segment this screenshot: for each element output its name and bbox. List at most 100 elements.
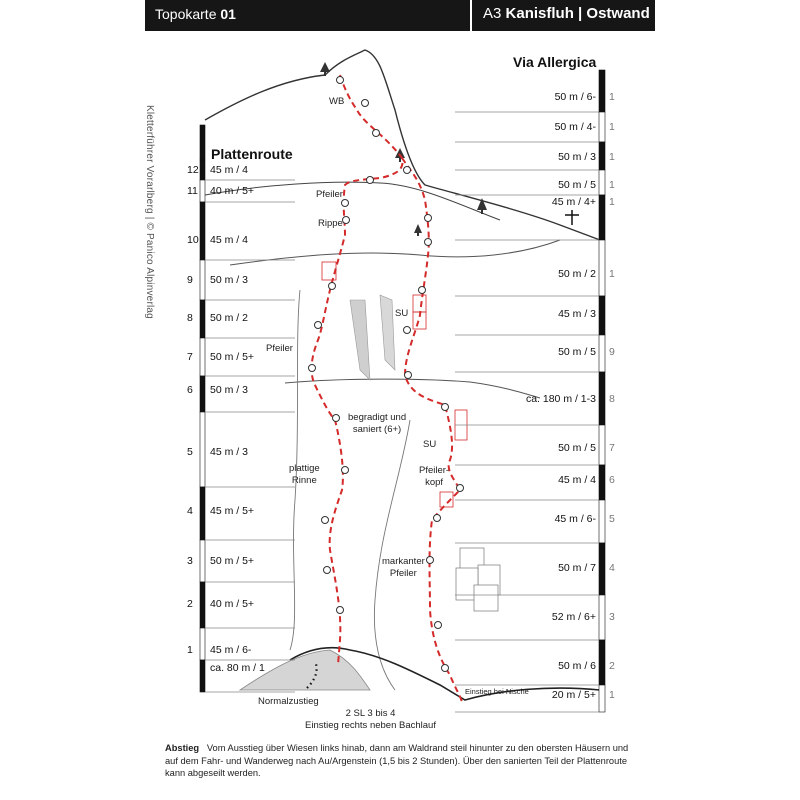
topokarte-number: 01 bbox=[220, 6, 236, 22]
rock-shade-2 bbox=[379, 294, 396, 371]
rock-skyline bbox=[204, 49, 601, 241]
topokarte-label: Topokarte 01 bbox=[155, 6, 236, 22]
left-bar-segment bbox=[199, 627, 206, 661]
via-allergica-pitch-label: 45 m / 6- bbox=[554, 513, 596, 525]
pfeilerkopf-label: Pfeiler- kopf bbox=[419, 465, 450, 488]
left-bar-segment bbox=[199, 337, 206, 377]
via-allergica-pitch-number: 1 bbox=[609, 151, 615, 163]
pfeiler-top-label: Pfeiler bbox=[316, 189, 343, 200]
via-allergica-pitch-number: 1 bbox=[609, 689, 615, 701]
via-allergica-pitch-number: 1 bbox=[609, 196, 615, 208]
right-bar-segment bbox=[598, 499, 606, 544]
via-allergica-pitch-number: 1 bbox=[609, 268, 615, 280]
left-bar-segment bbox=[199, 486, 206, 541]
plattenroute-pitch-number: 3 bbox=[187, 555, 193, 567]
via-allergica-pitch-label: 45 m / 4 bbox=[558, 474, 596, 486]
left-bar-segment bbox=[199, 581, 206, 629]
plattenroute-pitch-label: 45 m / 4 bbox=[210, 234, 248, 246]
via-allergica-pitch-label: 50 m / 7 bbox=[558, 562, 596, 574]
plattenroute-pitch-number: 6 bbox=[187, 384, 193, 396]
plattenroute-title: Plattenroute bbox=[211, 146, 293, 162]
right-pitch-bar bbox=[598, 69, 606, 713]
rock-shade-1 bbox=[349, 299, 371, 381]
right-bar-segment bbox=[598, 594, 606, 641]
left-bar-segment bbox=[199, 411, 206, 488]
right-bar-segment bbox=[598, 239, 606, 297]
left-bar-segment bbox=[199, 659, 206, 693]
right-bar-segment bbox=[598, 194, 606, 241]
via-allergica-pitch-label: 50 m / 5 bbox=[558, 442, 596, 454]
plattenroute-pitch-label: 45 m / 5+ bbox=[210, 505, 255, 517]
via-allergica-pitch-label: 50 m / 6 bbox=[558, 660, 596, 672]
via-allergica-pitch-number: 9 bbox=[609, 346, 615, 358]
plattenroute-pitch-label: 50 m / 5+ bbox=[210, 351, 255, 363]
plattenroute-pitch-label: ca. 80 m / 1 bbox=[210, 662, 265, 674]
left-bar-top bbox=[199, 124, 206, 161]
plattenroute-pitch-label: 45 m / 4 bbox=[210, 164, 248, 176]
plattenroute-pitch-number: 2 bbox=[187, 598, 193, 610]
area-title: A3 Kanisfluh | Ostwand bbox=[483, 5, 650, 22]
right-bar-segment bbox=[598, 464, 606, 501]
via-allergica-pitch-label: 50 m / 5 bbox=[558, 179, 596, 191]
via-allergica-title: Via Allergica bbox=[513, 54, 597, 70]
belay-stations bbox=[308, 76, 464, 672]
via-allergica-pitch-number: 3 bbox=[609, 611, 615, 623]
via-allergica-pitch-label: 20 m / 5+ bbox=[551, 689, 596, 701]
plattenroute-pitch-number: 7 bbox=[187, 351, 193, 363]
via-allergica-line bbox=[401, 157, 463, 703]
left-bar-segment bbox=[199, 375, 206, 413]
su-lower-label: SU bbox=[423, 439, 437, 450]
normalzustieg-label: Normalzustieg bbox=[258, 696, 319, 707]
plattenroute-pitch-number: 8 bbox=[187, 312, 193, 324]
right-edge-cross bbox=[565, 210, 579, 225]
left-pitch-lines bbox=[205, 179, 295, 693]
right-bar-segment bbox=[598, 111, 606, 143]
via-allergica-pitch-label: 50 m / 4- bbox=[554, 121, 596, 133]
left-pitch-bar bbox=[199, 124, 206, 693]
plattenroute-pitch-label: 40 m / 5+ bbox=[210, 598, 255, 610]
rippe-label: Rippe bbox=[318, 218, 343, 229]
via-allergica-pitch-label: ca. 180 m / 1-3 bbox=[525, 393, 596, 405]
rock-face-right bbox=[373, 419, 411, 691]
su-upper-label: SU bbox=[395, 308, 409, 319]
via-allergica-pitch-number: 5 bbox=[609, 513, 615, 525]
right-bar-segment bbox=[598, 424, 606, 466]
plattenroute-pitch-number: 11 bbox=[187, 185, 198, 197]
right-pitch-lines bbox=[455, 111, 599, 713]
right-bar-segment bbox=[598, 684, 606, 713]
plattenroute-pitch-label: 50 m / 3 bbox=[210, 274, 248, 286]
via-allergica-pitch-label: 52 m / 6+ bbox=[551, 611, 596, 623]
left-bar-segment bbox=[199, 299, 206, 339]
plattenroute-pitch-label: 50 m / 2 bbox=[210, 312, 248, 324]
einstieg-hint-label: 2 SL 3 bis 4 Einstieg rechts neben Bachl… bbox=[305, 708, 436, 731]
plattenroute-pitch-number: 4 bbox=[187, 505, 193, 517]
via-allergica-pitch-number: 2 bbox=[609, 660, 615, 672]
left-bar-segment bbox=[199, 179, 206, 203]
via-allergica-pitch-label: 45 m / 3 bbox=[558, 308, 596, 320]
via-allergica-pitch-label: 50 m / 5 bbox=[558, 346, 596, 358]
plattenroute-pitch-number: 12 bbox=[187, 164, 199, 176]
descent-note: Abstieg Vom Ausstieg über Wiesen links h… bbox=[165, 742, 635, 780]
right-bar-segment bbox=[598, 371, 606, 426]
plattenroute-line bbox=[310, 74, 404, 666]
plattenroute-pitch-label: 50 m / 3 bbox=[210, 384, 248, 396]
left-bar-segment bbox=[199, 201, 206, 261]
via-allergica-pitch-number: 4 bbox=[609, 562, 615, 574]
left-bar-segment bbox=[199, 259, 206, 301]
via-allergica-pitch-number: 1 bbox=[609, 179, 615, 191]
right-bar-segment bbox=[598, 69, 606, 113]
block-3 bbox=[455, 567, 479, 601]
right-bar-segment bbox=[598, 542, 606, 596]
right-bar-segment bbox=[598, 334, 606, 373]
left-bar-segment bbox=[199, 159, 206, 181]
wb-label: WB bbox=[329, 96, 345, 107]
descent-label: Abstieg bbox=[165, 743, 200, 753]
plattenroute-pitch-number: 9 bbox=[187, 274, 193, 286]
via-allergica-pitch-label: 45 m / 4+ bbox=[551, 196, 596, 208]
plattige-rinne-label: plattige Rinne bbox=[289, 463, 320, 486]
crag-title: Kanisfluh | Ostwand bbox=[505, 5, 650, 22]
rock-ledge-middle bbox=[229, 239, 561, 266]
via-allergica-pitch-number: 1 bbox=[609, 91, 615, 103]
via-allergica-pitch-label: 50 m / 3 bbox=[558, 151, 596, 163]
